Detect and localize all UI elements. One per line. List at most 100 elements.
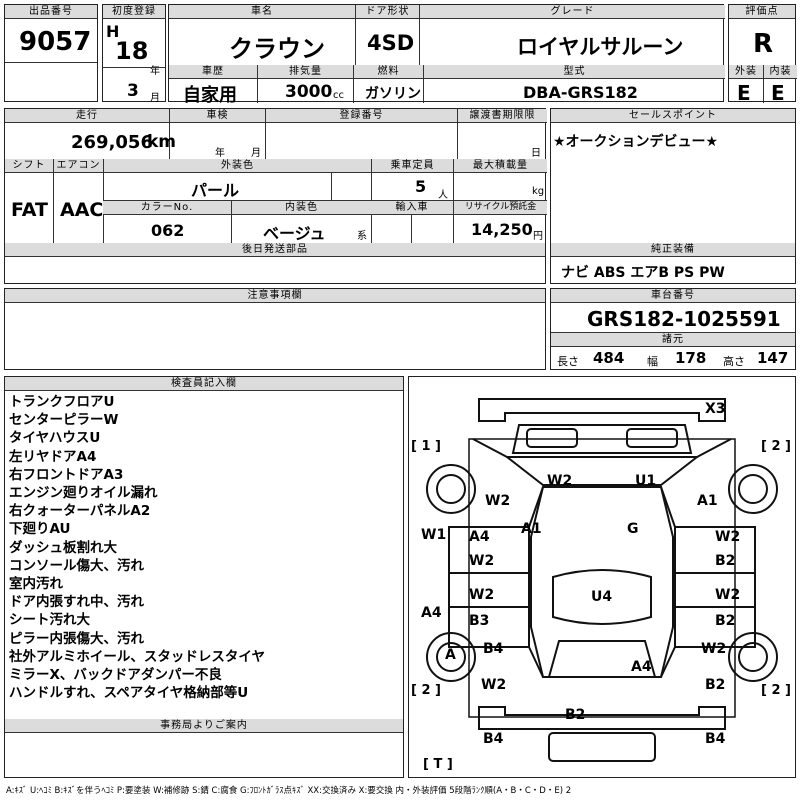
damage-mark: A [445, 647, 456, 663]
reg-no-header: 登録番号 [265, 109, 457, 123]
office-header: 事務局よりご案内 [5, 719, 403, 733]
grade: ロイヤルサルーン [517, 35, 684, 59]
inspection-header: 車検 [169, 109, 265, 123]
spec-height: 147 [757, 349, 789, 367]
damage-mark: B2 [715, 613, 736, 629]
spec-width: 178 [675, 349, 707, 367]
capacity-header: 乗車定員 [371, 159, 453, 173]
tire-label-4: [ 2 ] [761, 683, 791, 698]
legend: A:ｷｽﾞ U:ﾍｺﾐ B:ｷｽﾞを伴うﾍｺﾐ P:要塗装 W:補修跡 S:錆 … [6, 786, 572, 796]
caution-header: 注意事項欄 [5, 289, 545, 303]
sales-point-box: セールスポイント ★オークションデビュー★ 純正装備 ナビ ABS エアB PS… [550, 108, 796, 284]
mileage: 269,056 [71, 132, 153, 153]
inspector-notes: トランクフロアU センターピラーW タイヤハウスU 左リヤドアA4 右フロントド… [9, 393, 265, 702]
car-name-header: 車名 [169, 5, 355, 19]
fuel: ガソリン [365, 86, 421, 102]
lot-header: 出品番号 [5, 5, 97, 19]
capacity: 5 [415, 177, 427, 196]
damage-diagram: [ 1 ] [ 2 ] [ 2 ] [ 2 ] [ T ] X3 W2 U1 W… [408, 376, 796, 778]
history-header: 車歴 [169, 65, 257, 79]
score: R [753, 29, 774, 59]
damage-mark: W2 [547, 473, 573, 489]
aircon-header: エアコン [53, 159, 103, 173]
damage-mark: U4 [591, 589, 613, 605]
note-line: 室内汚れ [9, 576, 63, 593]
damage-mark: B2 [705, 677, 726, 693]
mileage-header: 走行 [5, 109, 169, 123]
import-header: 輸入車 [371, 201, 453, 215]
damage-mark: W2 [715, 587, 741, 603]
reg-year: 18 [115, 37, 149, 65]
equipment-header: 純正装備 [551, 243, 795, 257]
damage-mark: A1 [697, 493, 718, 509]
damage-mark: X3 [705, 401, 726, 417]
model-header: 型式 [423, 65, 725, 79]
width-label: 幅 [647, 355, 658, 368]
damage-mark: W1 [421, 527, 447, 543]
damage-mark: A4 [469, 529, 490, 545]
damage-mark: W2 [701, 641, 727, 657]
caution-box: 注意事項欄 [4, 288, 546, 370]
insp-year-unit: 年 [215, 148, 225, 159]
damage-mark: W2 [469, 553, 495, 569]
recycle-fee: 14,250 [471, 220, 533, 239]
km-unit: km [147, 132, 177, 152]
month-unit: 月 [150, 93, 160, 104]
damage-mark: B3 [469, 613, 490, 629]
chassis-number: GRS182-1025591 [587, 307, 781, 331]
exterior-rating: E [737, 81, 751, 105]
reg-month: 3 [127, 81, 139, 101]
tire-label-1: [ 1 ] [411, 439, 441, 454]
specs-header: 諸元 [551, 333, 795, 347]
yen-unit: 円 [533, 231, 543, 242]
inspector-box: 検査員記入欄 トランクフロアU センターピラーW タイヤハウスU 左リヤドアA4… [4, 376, 404, 778]
kg-unit: kg [532, 186, 545, 197]
spec-length: 484 [593, 349, 625, 367]
door-type-header: ドア形状 [355, 5, 419, 19]
note-line: ミラーX、バックドアダンパー不良 [9, 667, 222, 684]
fuel-header: 燃料 [353, 65, 423, 79]
sales-point: ★オークションデビュー★ [553, 134, 719, 150]
damage-mark: W2 [485, 493, 511, 509]
note-line: 左リヤドアA4 [9, 448, 97, 465]
car-name: クラウン [229, 35, 325, 63]
era: H [106, 22, 120, 41]
first-reg-header: 初度登録 [103, 5, 165, 19]
note-line: 右フロントドアA3 [9, 466, 124, 483]
damage-mark: U1 [635, 473, 657, 489]
lot-number: 9057 [19, 27, 92, 57]
note-line: 下廻りAU [9, 521, 71, 538]
later-parts-header: 後日発送部品 [5, 243, 545, 257]
ext-color-header: 外装色 [103, 159, 371, 173]
note-line: タイヤハウスU [9, 430, 101, 447]
shift-header: シフト [5, 159, 53, 173]
int-color-header: 内装色 [231, 201, 371, 215]
displacement-header: 排気量 [257, 65, 353, 79]
note-line: センターピラーW [9, 412, 119, 429]
note-line: エンジン廻りオイル漏れ [9, 485, 158, 502]
aircon: AAC [60, 199, 104, 221]
insp-month-unit: 月 [251, 148, 261, 159]
note-line: トランクフロアU [9, 394, 115, 410]
equipment: ナビ ABS エアB PS PW [561, 265, 725, 281]
damage-mark: W2 [469, 587, 495, 603]
note-line: ピラー内張傷大、汚れ [9, 630, 144, 647]
damage-mark: A4 [421, 605, 442, 621]
height-label: 高さ [723, 355, 745, 368]
note-line: ハンドルすれ、スペアタイヤ格納部等U [9, 685, 249, 702]
note-line: 右クォーターパネルA2 [9, 503, 151, 520]
note-line: ダッシュ板割れ大 [9, 539, 117, 556]
ext-color: パール [191, 181, 240, 200]
damage-mark: B4 [483, 731, 504, 747]
note-line: コンソール傷大、汚れ [9, 557, 144, 574]
exterior-header: 外装 [729, 65, 763, 79]
damage-mark: W2 [715, 529, 741, 545]
tire-label-2: [ 2 ] [761, 439, 791, 454]
interior-header: 内装 [763, 65, 797, 79]
length-label: 長さ [557, 355, 579, 368]
score-box: 評価点 R 外装 内装 E E [728, 4, 797, 105]
damage-mark: W2 [481, 677, 507, 693]
damage-mark: A1 [521, 521, 542, 537]
damage-mark: B4 [483, 641, 504, 657]
sales-point-header: セールスポイント [551, 109, 795, 123]
